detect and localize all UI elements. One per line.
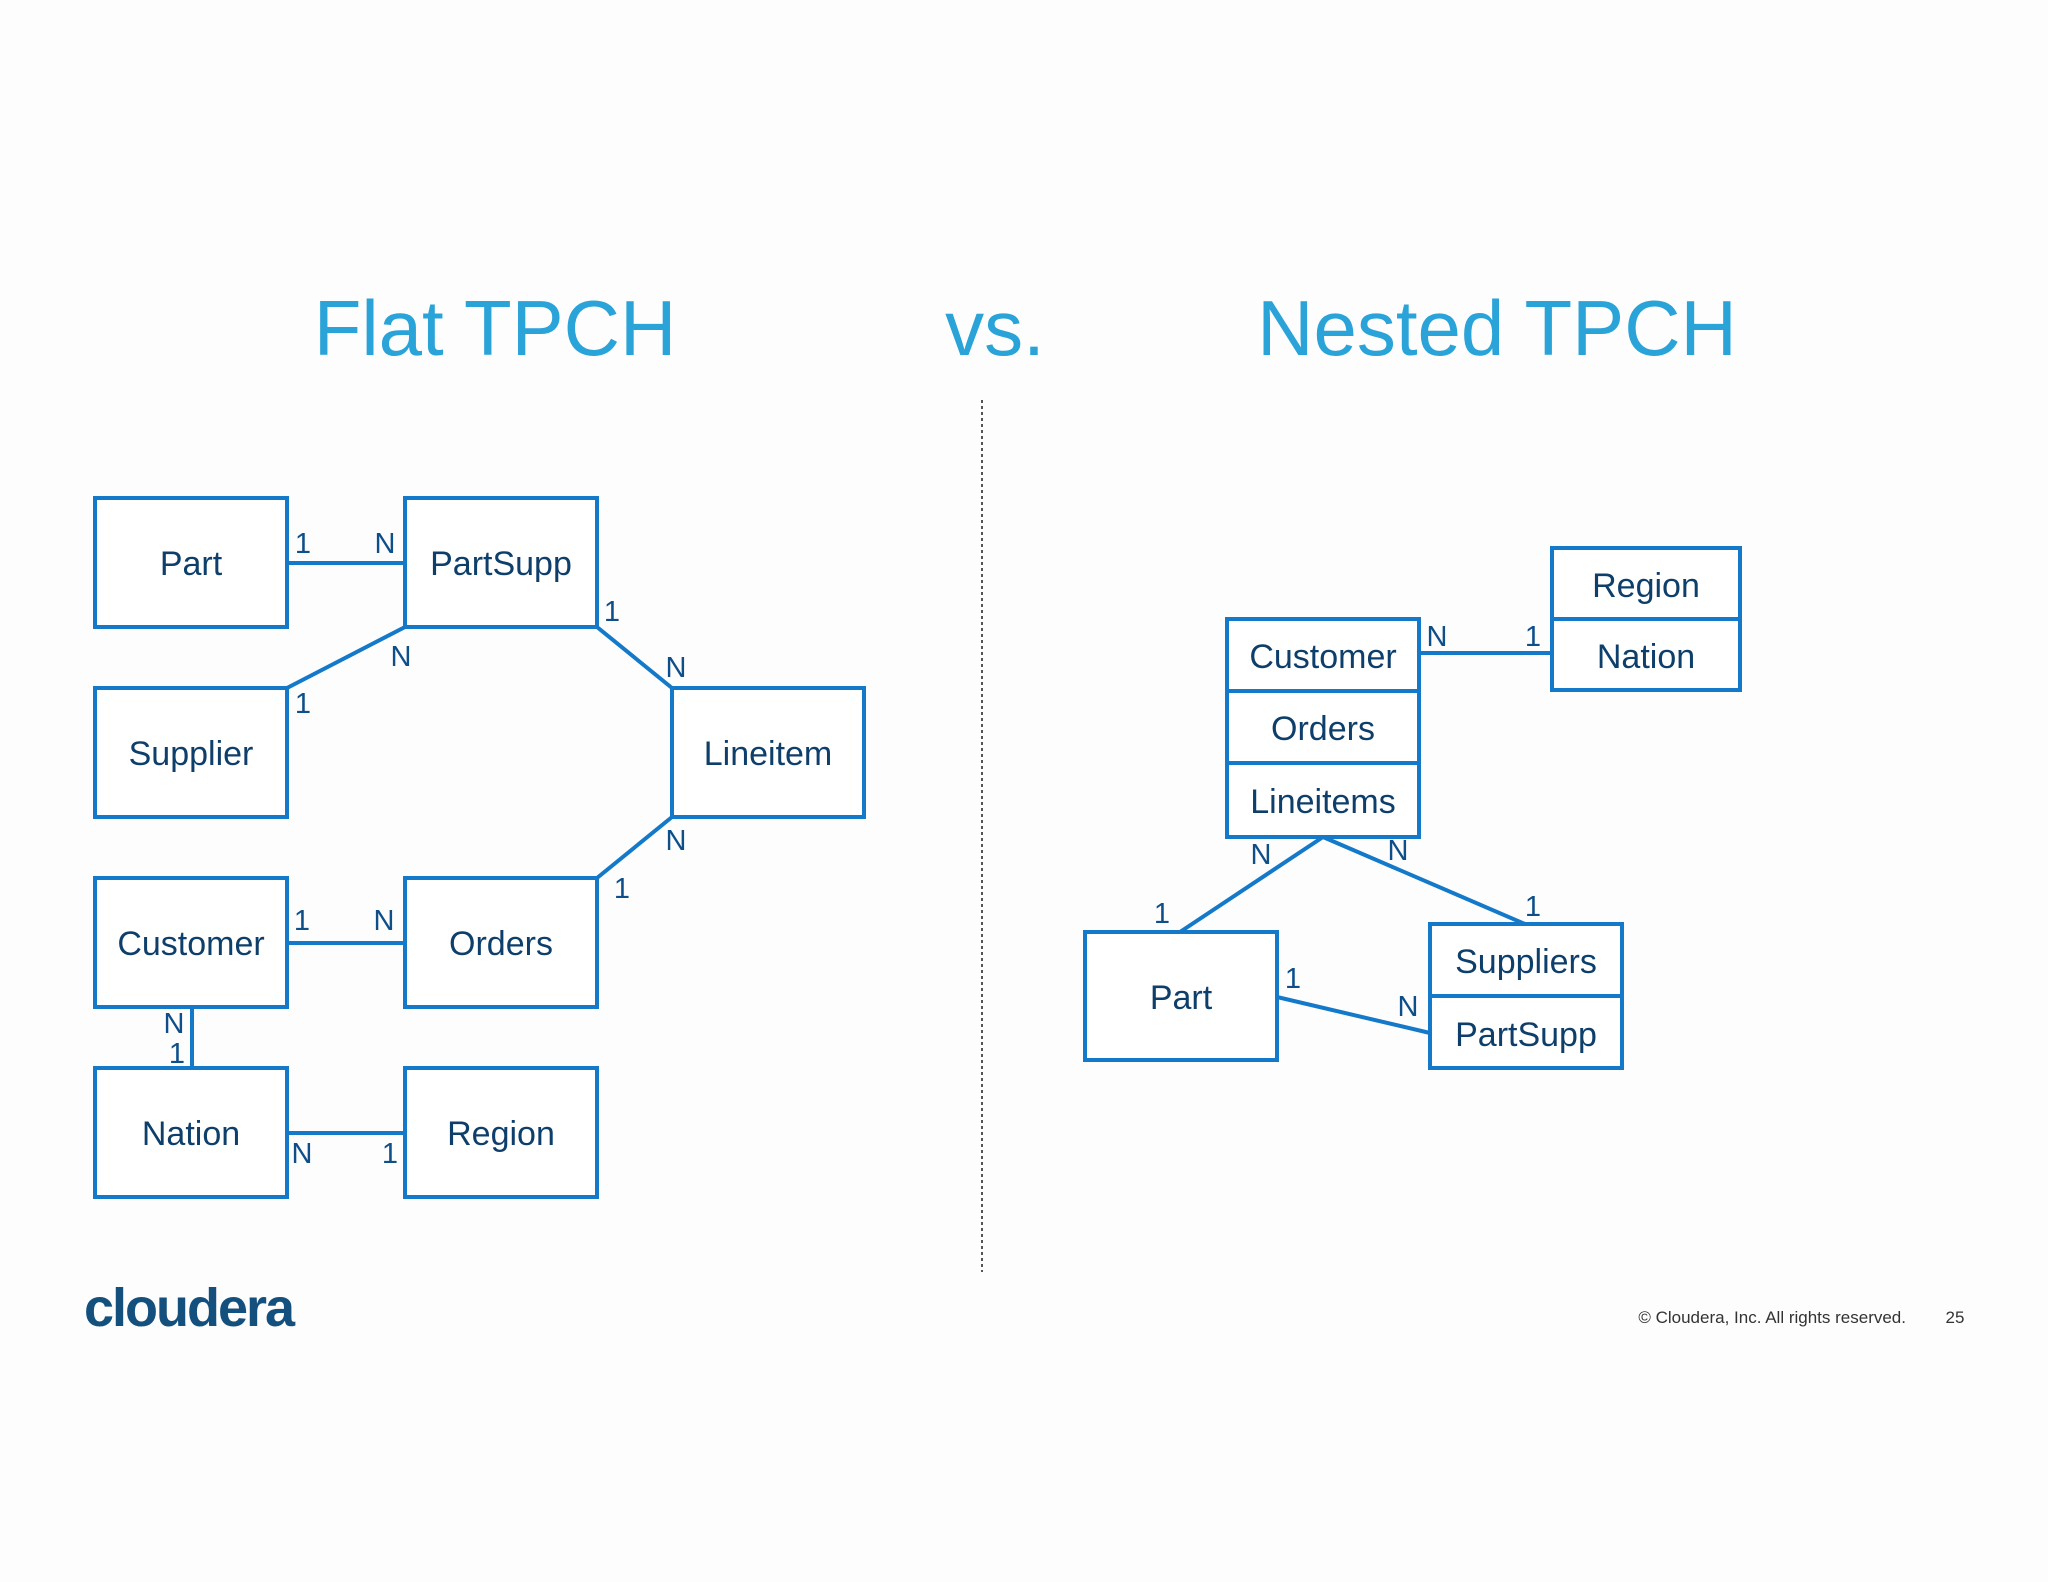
card-nested-customer-nation-n: N xyxy=(1427,621,1448,653)
nested-diagram: Region Nation Customer Orders Lineitems … xyxy=(1083,546,1742,1070)
page-number: 25 xyxy=(1946,1308,1965,1327)
nested-entity-partsupp-label: PartSupp xyxy=(1455,1016,1597,1054)
card-customer-orders-1: 1 xyxy=(294,905,310,937)
card-nested-lineitems-suppliers-n: N xyxy=(1388,835,1409,867)
flat-entity-part-label: Part xyxy=(160,545,223,583)
card-nested-part-partsupp-n: N xyxy=(1398,991,1419,1023)
edge-lineitems-suppliers xyxy=(1322,835,1526,926)
nested-entity-partsupp: PartSupp xyxy=(1428,994,1624,1070)
card-nation-region-1: 1 xyxy=(382,1138,398,1170)
card-supplier-partsupp-1: 1 xyxy=(295,688,311,720)
flat-entity-part: Part xyxy=(93,496,289,629)
flat-entity-region-label: Region xyxy=(447,1115,555,1153)
card-nation-region-n: N xyxy=(292,1138,313,1170)
nested-entity-part-label: Part xyxy=(1150,979,1213,1017)
nested-entity-orders-label: Orders xyxy=(1271,710,1375,748)
flat-entity-nation-label: Nation xyxy=(142,1115,240,1153)
nested-entity-orders: Orders xyxy=(1225,689,1421,765)
flat-entity-lineitem-label: Lineitem xyxy=(704,735,833,773)
card-nested-lineitems-part-n: N xyxy=(1251,839,1272,871)
nested-entity-lineitems: Lineitems xyxy=(1225,761,1421,839)
nested-entity-nation: Nation xyxy=(1550,617,1742,692)
flat-diagram: Part PartSupp Supplier Lineitem Customer… xyxy=(93,496,866,1199)
flat-entity-orders: Orders xyxy=(403,876,599,1009)
card-part-partsupp-1: 1 xyxy=(295,528,311,560)
edge-orders-lineitem xyxy=(595,815,674,880)
card-customer-nation-n: N xyxy=(164,1008,185,1040)
card-supplier-partsupp-n: N xyxy=(391,641,412,673)
flat-tpch-title: Flat TPCH xyxy=(314,284,677,372)
nested-entity-part: Part xyxy=(1083,930,1279,1062)
flat-entity-lineitem: Lineitem xyxy=(670,686,866,819)
flat-entity-partsupp: PartSupp xyxy=(403,496,599,629)
card-customer-nation-1: 1 xyxy=(169,1038,185,1070)
edge-part-partsupp-nested xyxy=(1276,995,1431,1035)
flat-entity-customer: Customer xyxy=(93,876,289,1009)
card-part-partsupp-n: N xyxy=(375,528,396,560)
card-nested-part-partsupp-1: 1 xyxy=(1285,963,1301,995)
card-nested-suppliers-lineitems-1: 1 xyxy=(1525,891,1541,923)
flat-entity-orders-label: Orders xyxy=(449,925,553,963)
nested-entity-customer-label: Customer xyxy=(1249,638,1396,676)
flat-entity-region: Region xyxy=(403,1066,599,1199)
edge-lineitems-part xyxy=(1178,835,1325,934)
flat-entity-customer-label: Customer xyxy=(117,925,264,963)
copyright-text: © Cloudera, Inc. All rights reserved. xyxy=(1638,1308,1906,1327)
card-nested-customer-nation-1: 1 xyxy=(1525,621,1541,653)
nested-entity-region: Region xyxy=(1550,546,1742,621)
edge-supplier-partsupp xyxy=(286,625,406,690)
nested-entity-suppliers: Suppliers xyxy=(1428,922,1624,998)
nested-tpch-title: Nested TPCH xyxy=(1257,284,1737,372)
flat-entity-supplier: Supplier xyxy=(93,686,289,819)
nested-entity-suppliers-label: Suppliers xyxy=(1455,943,1597,981)
edge-partsupp-lineitem xyxy=(595,625,674,690)
flat-entity-partsupp-label: PartSupp xyxy=(430,545,572,583)
nested-entity-customer: Customer xyxy=(1225,617,1421,693)
cloudera-logo: cloudera xyxy=(84,1278,296,1338)
card-partsupp-lineitem-n: N xyxy=(666,652,687,684)
nested-entity-lineitems-label: Lineitems xyxy=(1250,783,1396,821)
card-customer-orders-n: N xyxy=(374,905,395,937)
flat-entity-supplier-label: Supplier xyxy=(129,735,254,773)
vs-title: vs. xyxy=(945,284,1045,372)
flat-entity-nation: Nation xyxy=(93,1066,289,1199)
nested-entity-region-label: Region xyxy=(1592,567,1700,605)
card-nested-part-lineitems-1: 1 xyxy=(1154,898,1170,930)
nested-entity-nation-label: Nation xyxy=(1597,638,1695,676)
card-partsupp-lineitem-1: 1 xyxy=(604,596,620,628)
card-orders-lineitem-1: 1 xyxy=(614,873,630,905)
card-orders-lineitem-n: N xyxy=(666,825,687,857)
